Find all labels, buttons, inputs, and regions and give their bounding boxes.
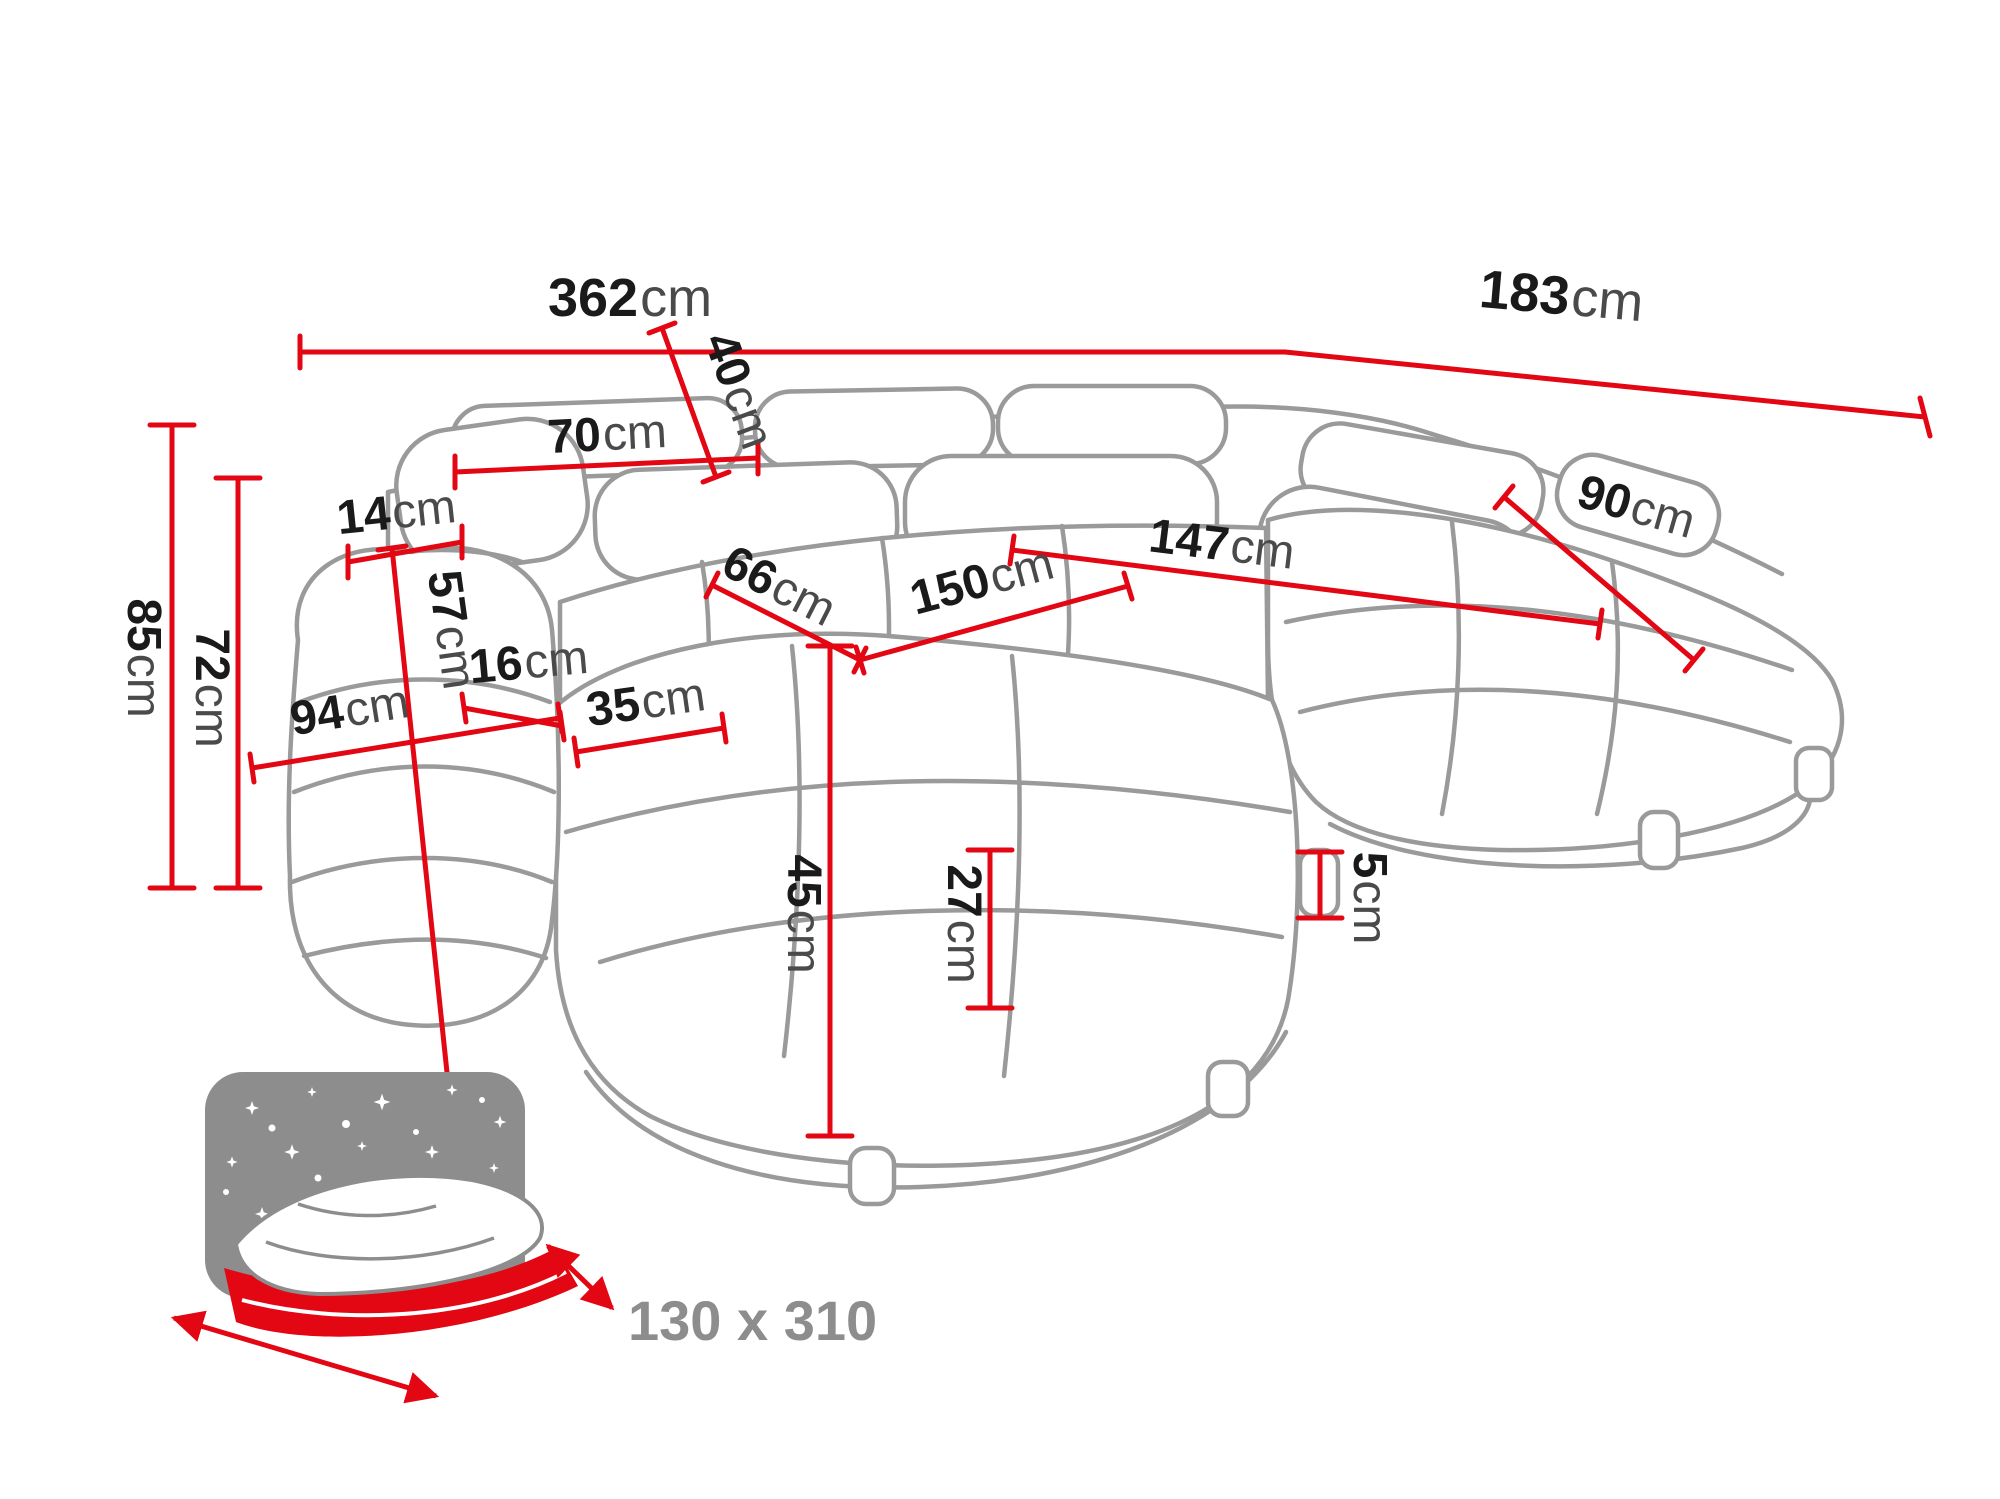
dim-label-height: 85cm: [117, 598, 170, 717]
sleeping-function-icon: 130 x 310: [170, 1072, 877, 1404]
dim-line-seat-height: [805, 643, 855, 1139]
dim-line-backrest-height: [213, 475, 263, 891]
headrest-cushion-icon: [1554, 452, 1722, 558]
dim-label-headrest-width: 70cm: [546, 405, 668, 464]
star-dot-icon: [342, 1120, 350, 1128]
headrest-cushion-icon: [995, 383, 1229, 467]
star-dot-icon: [413, 1129, 419, 1135]
dim-label-seat-height: 45cm: [777, 854, 830, 973]
dim-line-leg-height: [1295, 849, 1345, 921]
star-dot-icon: [268, 1124, 276, 1132]
dim-line-cushion-height: [965, 847, 1015, 1011]
dim-line-total-width: [297, 333, 1288, 371]
dim-label-armrest-top-width: 14cm: [334, 480, 458, 545]
dim-line-total-depth: [1282, 349, 1933, 439]
left-chaise: [553, 631, 1301, 1169]
dim-line-right-chaise-length: [1007, 533, 1605, 641]
length-arrow: [170, 1310, 440, 1404]
dim-label-total-depth: 183cm: [1477, 259, 1646, 333]
dim-label-right-chaise-length: 147cm: [1146, 509, 1297, 579]
dim-label-seat-gap: 16cm: [467, 631, 591, 694]
dim-label-armrest-height: 57cm: [417, 567, 486, 693]
dim-line-height: [147, 422, 197, 891]
dim-label-total-width: 362cm: [548, 268, 712, 328]
sleeping-area-label: 130 x 310: [628, 1289, 877, 1352]
dim-label-leg-height: 5cm: [1343, 852, 1396, 945]
dim-label-armrest-width: 35cm: [583, 668, 709, 737]
duvet-creases: [265, 1202, 495, 1261]
star-dot-icon: [223, 1189, 229, 1195]
dim-label-left-chaise-length: 94cm: [286, 675, 412, 746]
headrest-cushion-icon: [752, 386, 996, 470]
dim-line-armrest-width: [571, 711, 729, 769]
sofa-leg-icon: [1637, 809, 1681, 871]
width-arrow: [545, 1243, 615, 1311]
sofa-leg-icon: [1205, 1059, 1251, 1119]
dimension-lines: [147, 320, 1933, 1139]
mattress-duvet: [233, 1173, 544, 1297]
dim-line-right-chaise-width: [1492, 483, 1706, 674]
left-chaise-seams: [563, 643, 1293, 1079]
dim-line-armrest-top-width: [345, 523, 465, 581]
sofa-line-art: [286, 383, 1845, 1207]
dim-line-seat-gap: [459, 691, 567, 743]
right-chaise-seams: [1283, 519, 1795, 817]
sofa-leg-icon: [847, 1145, 897, 1207]
dim-label-seat-width: 150cm: [905, 537, 1060, 626]
dim-label-cushion-height: 27cm: [937, 864, 990, 983]
dim-label-backrest-height: 72cm: [185, 628, 238, 747]
star-dot-icon: [479, 1097, 485, 1103]
dim-line-seat-width: [853, 570, 1135, 676]
sofa-leg-icon: [1793, 745, 1835, 803]
star-dot-icon: [314, 1174, 322, 1182]
dim-line-back-cushion-height: [646, 320, 732, 485]
